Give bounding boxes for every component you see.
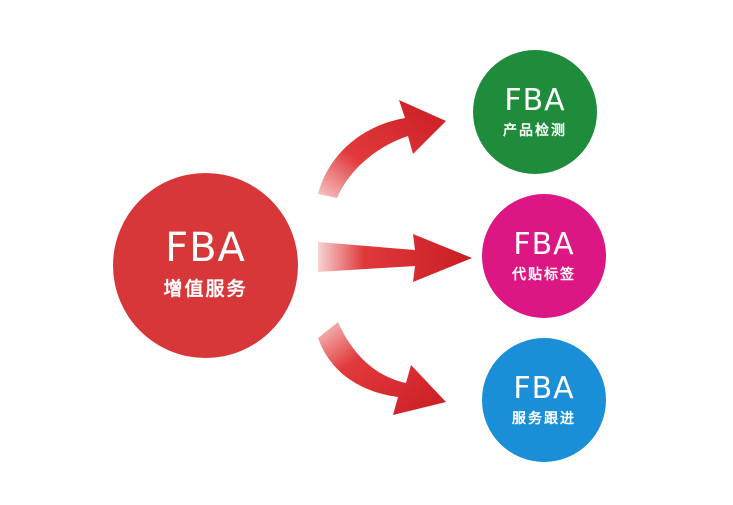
node-labeling: FBA 代贴标签 (482, 194, 606, 318)
arrow-to-inspection (318, 100, 446, 198)
inspection-node-subtitle: 产品检测 (503, 123, 567, 139)
followup-node-title: FBA (513, 371, 575, 406)
node-service-followup: FBA 服务跟进 (482, 338, 606, 462)
node-product-inspection: FBA 产品检测 (473, 50, 597, 174)
main-node-subtitle: 增值服务 (163, 278, 248, 300)
main-node-title: FBA (165, 225, 246, 271)
inspection-node-title: FBA (504, 83, 566, 118)
main-node-value-added-services: FBA 增值服务 (113, 173, 298, 358)
labeling-node-subtitle: 代贴标签 (512, 267, 576, 283)
labeling-node-title: FBA (513, 227, 575, 262)
followup-node-subtitle: 服务跟进 (512, 411, 576, 427)
arrow-to-labeling (318, 234, 472, 282)
arrow-to-followup (318, 322, 446, 415)
